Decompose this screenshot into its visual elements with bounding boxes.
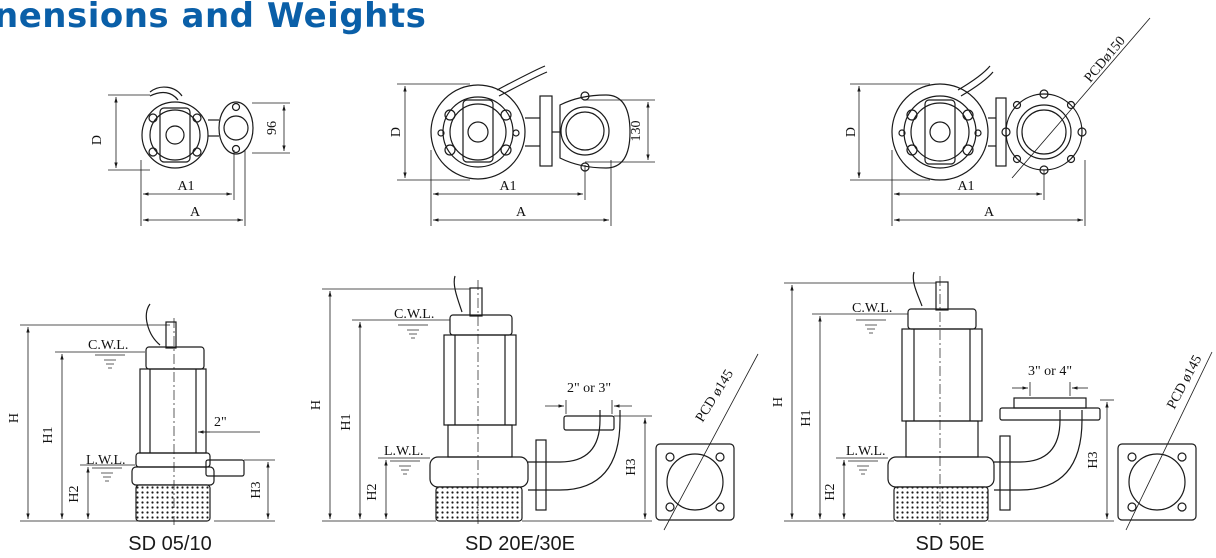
dim-d-3: D bbox=[844, 127, 859, 137]
dim-a1-1: A1 bbox=[177, 179, 194, 194]
dim-h1-3: H1 bbox=[799, 409, 814, 426]
dim-a-2: A bbox=[516, 205, 527, 220]
dim-h-3: H bbox=[771, 397, 786, 407]
dim-a1-3: A1 bbox=[957, 179, 974, 194]
lwl-label-2: L.W.L. bbox=[384, 444, 424, 459]
model-caption-1: SD 05/10 bbox=[128, 533, 211, 555]
dim-h-2: H bbox=[309, 400, 324, 410]
outlet-size-3: 3" or 4" bbox=[1028, 364, 1072, 379]
dim-h2-2: H2 bbox=[365, 483, 380, 500]
dim-a1-2: A1 bbox=[499, 179, 516, 194]
dim-h3-2: H3 bbox=[624, 458, 639, 475]
dim-h3-1: H3 bbox=[249, 481, 264, 498]
side-view-sd50 bbox=[784, 271, 1213, 531]
top-view-sd05 bbox=[108, 86, 290, 226]
top-view-sd50 bbox=[850, 17, 1151, 226]
top-view-sd20 bbox=[397, 65, 655, 226]
dim-h-1: H bbox=[7, 413, 22, 423]
dim-side-2: 130 bbox=[629, 121, 644, 142]
model-caption-3: SD 50E bbox=[916, 533, 985, 555]
pcd-label-3: PCD ø145 bbox=[1165, 353, 1206, 412]
lwl-label-1: L.W.L. bbox=[86, 453, 126, 468]
outlet-size-2: 2" or 3" bbox=[567, 381, 611, 396]
dim-a-3: A bbox=[984, 205, 995, 220]
dim-a-1: A bbox=[190, 205, 201, 220]
lwl-label-3: L.W.L. bbox=[846, 444, 886, 459]
dim-h2-1: H2 bbox=[67, 485, 82, 502]
pcd-label-top: PCDø150 bbox=[1082, 34, 1129, 86]
dim-side-1: 96 bbox=[265, 121, 280, 135]
cwl-label-3: C.W.L. bbox=[852, 301, 892, 316]
cwl-label-1: C.W.L. bbox=[88, 338, 128, 353]
side-view-sd20 bbox=[322, 275, 759, 531]
dim-h1-2: H1 bbox=[339, 413, 354, 430]
dim-h3-3: H3 bbox=[1086, 451, 1101, 468]
pcd-label-2: PCD ø145 bbox=[693, 367, 737, 425]
model-caption-2: SD 20E/30E bbox=[465, 533, 575, 555]
side-view-sd05 bbox=[20, 303, 275, 525]
dim-d-2: D bbox=[389, 127, 404, 137]
cwl-label-2: C.W.L. bbox=[394, 307, 434, 322]
outlet-size-1: 2" bbox=[214, 415, 227, 430]
dim-h1-1: H1 bbox=[41, 426, 56, 443]
page-title: nensions and Weights bbox=[0, 0, 427, 36]
dim-h2-3: H2 bbox=[823, 483, 838, 500]
dim-d-1: D bbox=[90, 135, 105, 145]
